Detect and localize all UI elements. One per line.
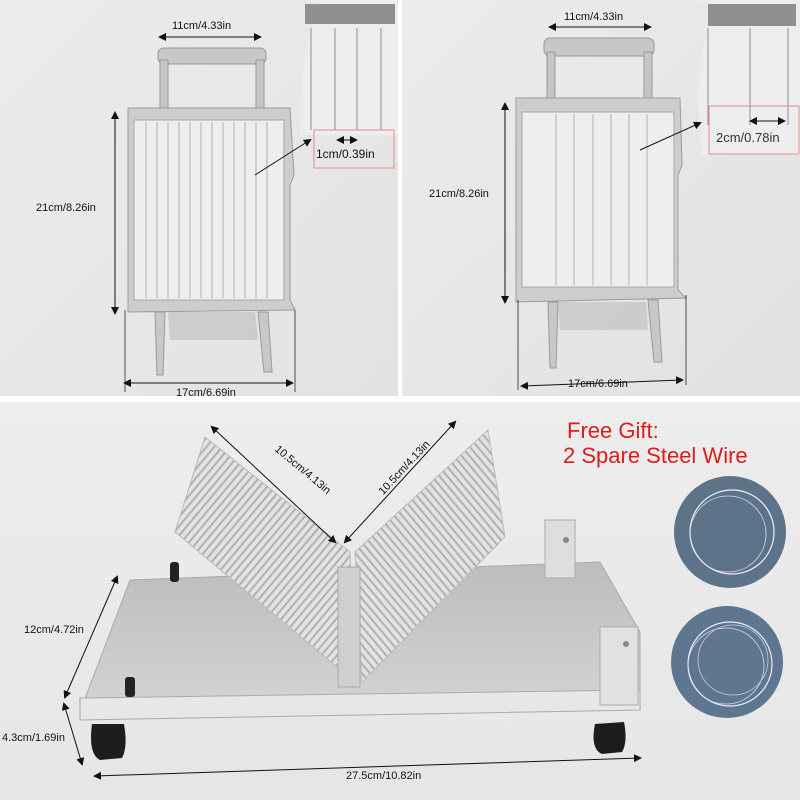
height-label: 4.3cm/1.69in (2, 732, 65, 744)
height-label: 21cm/8.26in (36, 202, 96, 214)
height-label: 21cm/8.26in (429, 188, 489, 200)
wire-spacing-label: 1cm/0.39in (316, 147, 375, 161)
top-width-label: 11cm/4.33in (564, 11, 624, 23)
v-blade-slicer-illustration (61, 420, 786, 780)
top-width-label: 11cm/4.33in (172, 20, 232, 32)
free-gift-title: Free Gift: (567, 418, 659, 443)
length-label: 27.5cm/10.82in (346, 770, 422, 782)
slicer-1cm-illustration (111, 0, 398, 392)
slicer-2cm-illustration (501, 0, 800, 390)
bottom-width-label: 17cm/6.69in (568, 378, 628, 390)
product-panel-2cm-slicer: 11cm/4.33in 21cm/8.26in 17cm/6.69in 2cm/… (402, 0, 800, 396)
depth-label: 12cm/4.72in (24, 624, 84, 636)
product-panel-base-slicer: 10.5cm/4.13in 10.5cm/4.13in 12cm/4.72in … (0, 402, 800, 800)
product-panel-1cm-slicer: 11cm/4.33in 21cm/8.26in 17cm/6.69in 1cm/… (0, 0, 398, 396)
free-gift-description: 2 Spare Steel Wire (563, 443, 748, 468)
bottom-width-label: 17cm/6.69in (176, 387, 236, 396)
wire-spacing-label: 2cm/0.78in (716, 130, 780, 145)
